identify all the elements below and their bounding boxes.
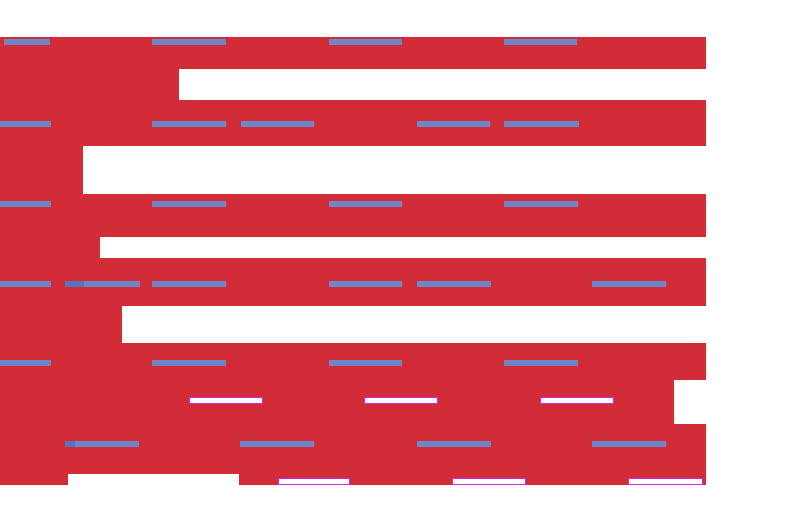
link-bar[interactable] <box>417 441 491 447</box>
link-bar[interactable] <box>4 39 50 45</box>
link-bar[interactable] <box>329 360 402 366</box>
white-notch <box>100 237 799 258</box>
link-bar[interactable] <box>152 39 226 45</box>
link-bar[interactable] <box>84 281 140 287</box>
focus-field[interactable] <box>278 478 350 485</box>
link-bar[interactable] <box>592 441 666 447</box>
red-stripe-block <box>0 343 706 485</box>
link-bar[interactable] <box>0 121 51 127</box>
link-bar[interactable] <box>329 201 402 207</box>
link-bar[interactable] <box>240 441 314 447</box>
link-bar[interactable] <box>65 441 75 447</box>
link-bar[interactable] <box>0 360 51 366</box>
focus-field[interactable] <box>189 397 263 404</box>
red-stripe-block <box>0 146 83 194</box>
link-bar[interactable] <box>152 360 226 366</box>
link-bar[interactable] <box>0 281 51 287</box>
link-bar[interactable] <box>75 441 139 447</box>
focus-field[interactable] <box>540 397 614 404</box>
white-notch <box>68 474 239 509</box>
link-bar[interactable] <box>504 360 578 366</box>
link-bar[interactable] <box>329 39 402 45</box>
link-bar[interactable] <box>65 281 84 287</box>
link-bar[interactable] <box>152 201 226 207</box>
link-bar[interactable] <box>504 121 579 127</box>
focus-field[interactable] <box>452 478 526 485</box>
focus-field[interactable] <box>364 397 438 404</box>
red-stripe-block <box>0 306 122 343</box>
white-notch <box>179 69 799 100</box>
link-bar[interactable] <box>329 281 402 287</box>
link-bar[interactable] <box>152 121 226 127</box>
link-bar[interactable] <box>241 121 314 127</box>
white-notch <box>674 380 799 424</box>
link-bar[interactable] <box>592 281 666 287</box>
focus-field[interactable] <box>628 478 703 485</box>
link-bar[interactable] <box>417 121 490 127</box>
link-bar[interactable] <box>0 201 51 207</box>
link-bar[interactable] <box>152 281 226 287</box>
link-bar[interactable] <box>504 39 577 45</box>
link-bar[interactable] <box>504 201 578 207</box>
link-bar[interactable] <box>417 281 491 287</box>
